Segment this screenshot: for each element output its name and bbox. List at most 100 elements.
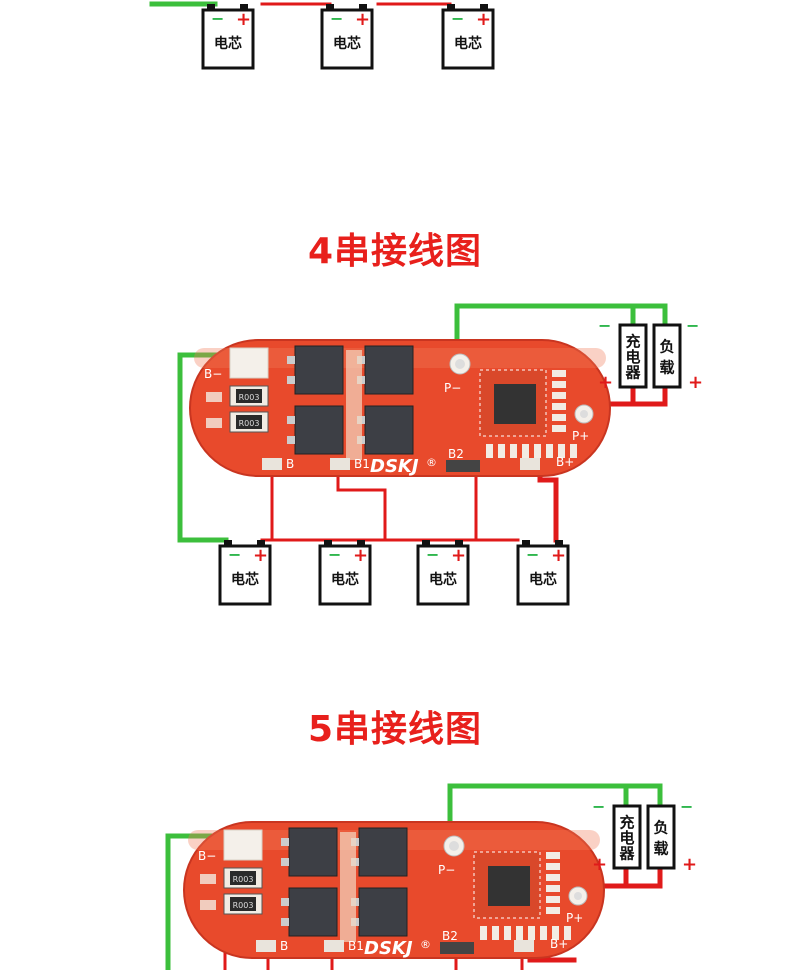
pad-pminus-label: P−	[438, 863, 455, 877]
board-registered: ®	[426, 456, 437, 469]
cell-terminal-minus	[224, 540, 232, 546]
cell-body	[201, 8, 255, 70]
resistor-code: R003	[239, 393, 260, 402]
smd-part	[552, 392, 566, 399]
smd-part	[546, 444, 553, 458]
cell-terminal-minus	[326, 4, 334, 10]
mosfet-strip	[340, 832, 356, 942]
cell-terminal-minus	[422, 540, 430, 546]
cell: −+电芯	[318, 540, 372, 606]
pad-bplus	[520, 458, 540, 470]
box-body	[652, 323, 682, 389]
resistor-code: R003	[233, 875, 254, 884]
cell-minus-sign: −	[451, 9, 464, 28]
cell-label: 电芯	[333, 35, 361, 52]
cell-minus-sign: −	[426, 545, 439, 564]
pad-b1	[330, 458, 350, 470]
cell-body	[320, 8, 374, 70]
cell-body	[318, 544, 372, 606]
cell-minus-sign: −	[330, 9, 343, 28]
box-label-char: 载	[653, 839, 668, 857]
box-label-char: 充	[619, 814, 634, 832]
mosfet	[288, 887, 338, 937]
pad-b	[262, 458, 282, 470]
mosfet	[294, 345, 344, 395]
charger-minus-sign: −	[592, 797, 605, 816]
pad-pplus-label: P+	[572, 429, 589, 443]
smd-part	[492, 926, 499, 940]
cell-minus-sign: −	[328, 545, 341, 564]
cell-terminal-minus	[324, 540, 332, 546]
charger-minus-sign: −	[598, 316, 611, 335]
resistor-code: R003	[239, 419, 260, 428]
smd-part	[570, 444, 577, 458]
load-plus-sign: +	[688, 372, 703, 393]
box-label-char: 负	[653, 819, 668, 837]
pad-bplus	[514, 940, 534, 952]
cell-label: 电芯	[214, 35, 242, 52]
smd-part	[546, 852, 560, 859]
cell-terminal-minus	[447, 4, 455, 10]
smd-part	[546, 907, 560, 914]
box-label-char: 负	[659, 338, 674, 356]
cell: −+电芯	[516, 540, 570, 606]
small-cap	[200, 900, 216, 910]
cell-minus-sign: −	[228, 545, 241, 564]
pad-pminus-hole	[449, 841, 459, 851]
cell: −+电芯	[441, 4, 495, 70]
smd-part	[510, 444, 517, 458]
cell-plus-sign: +	[355, 9, 370, 30]
cell-terminal-plus	[359, 4, 367, 10]
box-body	[618, 323, 648, 389]
cell-body	[441, 8, 495, 70]
cell-plus-sign: +	[551, 545, 566, 566]
smd-part	[540, 926, 547, 940]
small-cap	[206, 418, 222, 428]
load-box-4s: 负载	[652, 323, 682, 389]
wire-green-pminus	[447, 783, 663, 835]
smd-part	[552, 926, 559, 940]
cell: −+电芯	[218, 540, 272, 606]
smd-part	[534, 444, 541, 458]
pad-bminus-plate	[229, 347, 269, 379]
smd-part	[552, 414, 566, 421]
charger-plus-sign: +	[598, 372, 613, 393]
pad-pplus-hole	[580, 410, 588, 418]
cell-label: 电芯	[231, 571, 259, 588]
smd-part	[498, 444, 505, 458]
pad-b-label: B	[280, 939, 288, 953]
box-label-char: 器	[618, 845, 635, 863]
cell-body	[516, 544, 570, 606]
cell-terminal-plus	[257, 540, 265, 546]
cell-plus-sign: +	[476, 9, 491, 30]
pad-b1-label: B1	[348, 939, 364, 953]
mosfet	[294, 405, 344, 455]
smd-part	[552, 370, 566, 377]
smd-part	[516, 926, 523, 940]
pad-bminus-label: B−	[204, 367, 222, 381]
cell-plus-sign: +	[236, 9, 251, 30]
resistor-cap	[236, 415, 262, 429]
box-label-char: 电	[619, 829, 634, 847]
cell-minus-sign: −	[211, 9, 224, 28]
cell-terminal-minus	[207, 4, 215, 10]
small-cap	[206, 392, 222, 402]
load-plus-sign: +	[682, 854, 697, 875]
resistor-cap	[230, 871, 256, 885]
mosfet-pin	[281, 858, 289, 866]
resistor-code: R003	[233, 901, 254, 910]
cell-terminal-plus	[357, 540, 365, 546]
charger-box-4s: 充电器	[618, 323, 648, 389]
pad-pminus-hole	[455, 359, 465, 369]
smd-part	[486, 444, 493, 458]
cell-terminal-minus	[522, 540, 530, 546]
mosfet-pin	[287, 376, 295, 384]
smd-part	[480, 926, 487, 940]
pad-pplus-label: P+	[566, 911, 583, 925]
cell-body	[416, 544, 470, 606]
wire-green-pminus	[454, 303, 668, 353]
ic-chip	[494, 384, 536, 424]
